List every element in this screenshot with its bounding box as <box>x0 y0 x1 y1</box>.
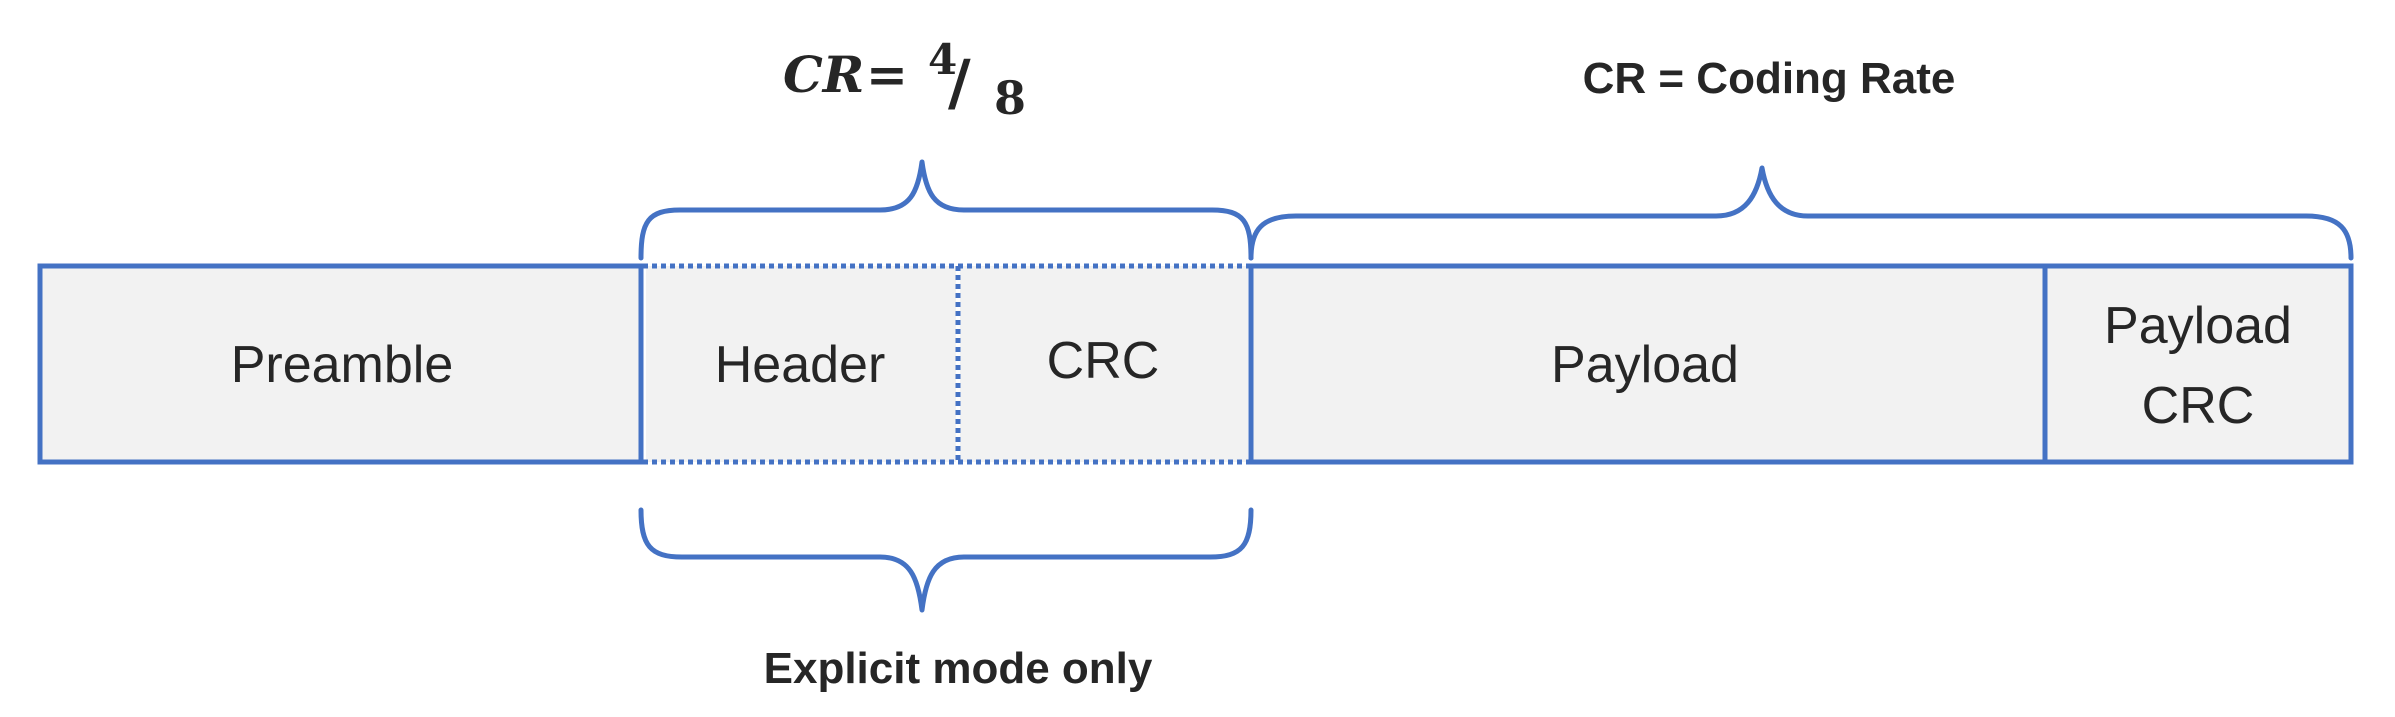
formula-equals: = <box>866 45 908 104</box>
formula-lhs: CR <box>783 45 864 104</box>
payload-crc-label-line2: CRC <box>2142 377 2255 435</box>
preamble-box <box>37 263 644 465</box>
formula-numerator: 4 <box>928 35 957 84</box>
preamble-label: Preamble <box>231 336 454 394</box>
header-label: Header <box>715 336 886 394</box>
crc-box <box>960 266 1248 462</box>
coding-rate-legend: CR = Coding Rate <box>1583 54 1956 103</box>
crc-label: CRC <box>1047 332 1160 390</box>
explicit-dotted-border <box>643 263 1251 465</box>
explicit-mode-label: Explicit mode only <box>764 644 1153 693</box>
payload-top-brace <box>1248 165 2354 261</box>
payload-crc-box <box>2042 263 2354 465</box>
payload-crc-label-line1: Payload <box>2104 297 2292 355</box>
formula-slash: / <box>948 46 971 119</box>
header-crc-top-brace <box>638 159 1254 261</box>
coding-rate-formula: CR = 4 / 8 <box>783 35 1026 125</box>
header-box <box>646 266 956 462</box>
payload-box <box>1248 263 2048 465</box>
payload-label: Payload <box>1551 336 1739 394</box>
formula-denominator: 8 <box>994 71 1026 125</box>
header-crc-bottom-brace <box>638 507 1254 613</box>
